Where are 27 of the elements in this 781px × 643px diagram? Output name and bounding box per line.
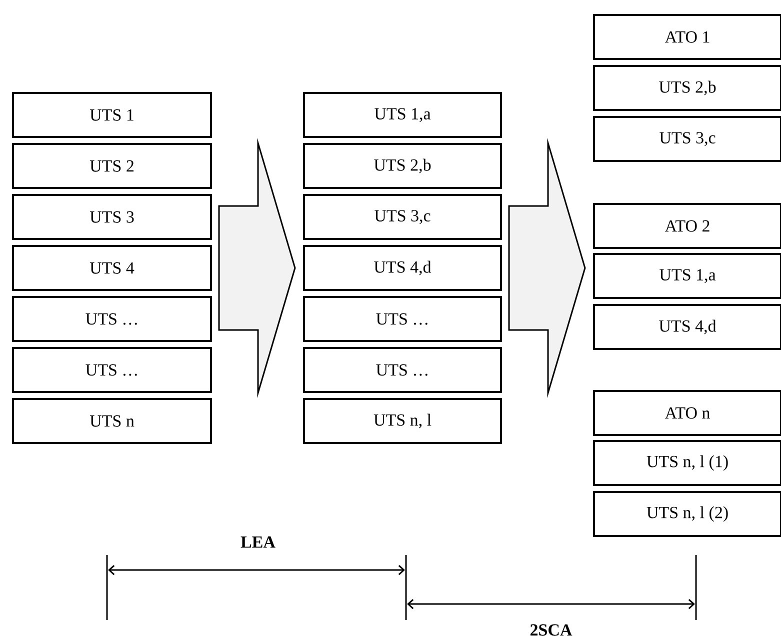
text-box: UTS n, l (2) [593,491,781,537]
text-box: UTS 1,a [593,253,781,299]
text-box: ATO 1 [593,14,781,60]
text-box: UTS 3,c [303,194,502,240]
text-box: UTS 4 [12,245,212,291]
text-box: UTS 2,b [303,143,502,189]
text-box: UTS 3,c [593,116,781,162]
text-box: UTS 4,d [303,245,502,291]
text-box: UTS n, l [303,398,502,444]
text-box: UTS 2 [12,143,212,189]
text-box: UTS … [12,296,212,342]
text-box: UTS 4,d [593,304,781,350]
text-box: UTS … [303,347,502,393]
text-box: UTS … [12,347,212,393]
text-box: UTS n, l (1) [593,440,781,486]
text-box: UTS … [303,296,502,342]
dimension-label: 2SCA [530,624,572,636]
dimension-label: LEA [240,536,276,548]
block-arrow [218,138,296,398]
text-box: ATO n [593,390,781,436]
text-box: UTS 1,a [303,92,502,138]
text-box: UTS 2,b [593,65,781,111]
text-box: UTS 3 [12,194,212,240]
text-box: UTS n [12,398,212,444]
text-box: ATO 2 [593,203,781,249]
text-box: UTS 1 [12,92,212,138]
block-arrow [508,138,586,398]
